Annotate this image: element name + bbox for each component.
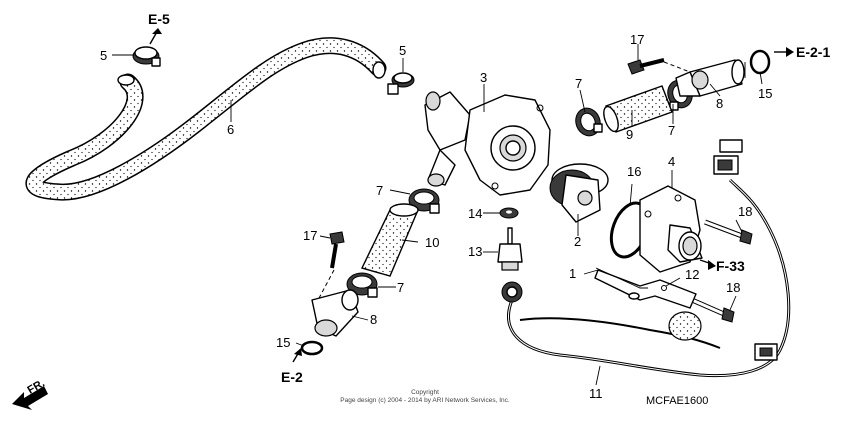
clamp-part-5-top-left[interactable] <box>132 46 161 67</box>
ref-e5[interactable]: E-5 <box>148 11 170 27</box>
thermostat-housing-part-3[interactable] <box>424 91 551 196</box>
ref-f33[interactable]: F-33 <box>716 258 745 274</box>
callout-7: 7 <box>575 76 582 91</box>
callout-16: 16 <box>627 164 641 179</box>
callout-5: 5 <box>399 43 406 58</box>
thermostat-part-2[interactable] <box>549 163 609 223</box>
bolt-part-18-lower[interactable] <box>690 297 735 323</box>
callout-7: 7 <box>376 183 383 198</box>
assembly-lines <box>317 61 691 301</box>
callout-15: 15 <box>276 335 290 350</box>
callout-18: 18 <box>738 204 752 219</box>
bolt-part-17-lower[interactable] <box>329 231 345 269</box>
callout-8: 8 <box>370 312 377 327</box>
diagram-code: MCFAE1600 <box>646 395 708 407</box>
o-ring-part-15-lower[interactable] <box>300 340 324 356</box>
wire-part-1[interactable] <box>595 267 648 300</box>
callout-5: 5 <box>100 48 107 63</box>
ref-e2[interactable]: E-2 <box>281 369 303 385</box>
callout-2: 2 <box>574 234 581 249</box>
o-ring-part-15-upper[interactable] <box>749 49 771 75</box>
copyright-line-1: Copyright <box>411 389 439 396</box>
callout-7: 7 <box>668 123 675 138</box>
callout-3: 3 <box>480 70 487 85</box>
reference-arrows <box>149 28 794 363</box>
hose-part-6[interactable] <box>25 37 387 201</box>
thermostat-cover-part-4[interactable] <box>639 185 703 273</box>
callout-10: 10 <box>425 235 439 250</box>
callout-14: 14 <box>468 206 482 221</box>
callout-11: 11 <box>589 386 603 401</box>
clamp-part-7-upper-left[interactable] <box>572 105 604 140</box>
callout-18: 18 <box>726 280 740 295</box>
hose-part-10[interactable] <box>361 203 420 277</box>
bolt-part-18-upper[interactable] <box>704 219 753 245</box>
front-direction-arrow-icon <box>12 386 48 410</box>
callout-1: 1 <box>569 266 576 281</box>
leader-lines <box>112 44 763 386</box>
callout-12: 12 <box>685 267 699 282</box>
bracket-part-12[interactable] <box>594 269 697 309</box>
ref-e2-1[interactable]: E-2-1 <box>796 44 830 60</box>
callout-9: 9 <box>626 127 633 142</box>
callout-15: 15 <box>758 86 772 101</box>
callout-17: 17 <box>630 32 644 47</box>
clamp-part-7-lower[interactable] <box>346 272 378 298</box>
bolt-part-17-upper[interactable] <box>627 58 665 75</box>
joint-part-8-upper[interactable] <box>675 59 745 97</box>
wire-harness-part-11[interactable] <box>501 139 791 378</box>
callout-6: 6 <box>227 122 234 137</box>
callout-8: 8 <box>716 96 723 111</box>
part-callouts: 5 5 3 6 7 7 7 7 9 8 8 15 15 17 17 2 16 4… <box>100 32 772 401</box>
callout-17: 17 <box>303 228 317 243</box>
callout-4: 4 <box>668 154 675 169</box>
joint-part-8-lower[interactable] <box>311 289 359 337</box>
copyright-line-2: Page design (c) 2004 - 2014 by ARI Netwo… <box>340 397 510 404</box>
temp-sensor-part-13[interactable] <box>497 227 523 271</box>
washer-part-14[interactable] <box>499 207 519 219</box>
hose-part-9[interactable] <box>601 85 673 133</box>
clamp-part-5-top[interactable] <box>387 72 415 95</box>
callout-13: 13 <box>468 244 482 259</box>
callout-7: 7 <box>397 280 404 295</box>
section-references: E-5 E-2-1 E-2 F-33 <box>148 11 830 385</box>
clamp-part-7-middle[interactable] <box>408 188 440 214</box>
